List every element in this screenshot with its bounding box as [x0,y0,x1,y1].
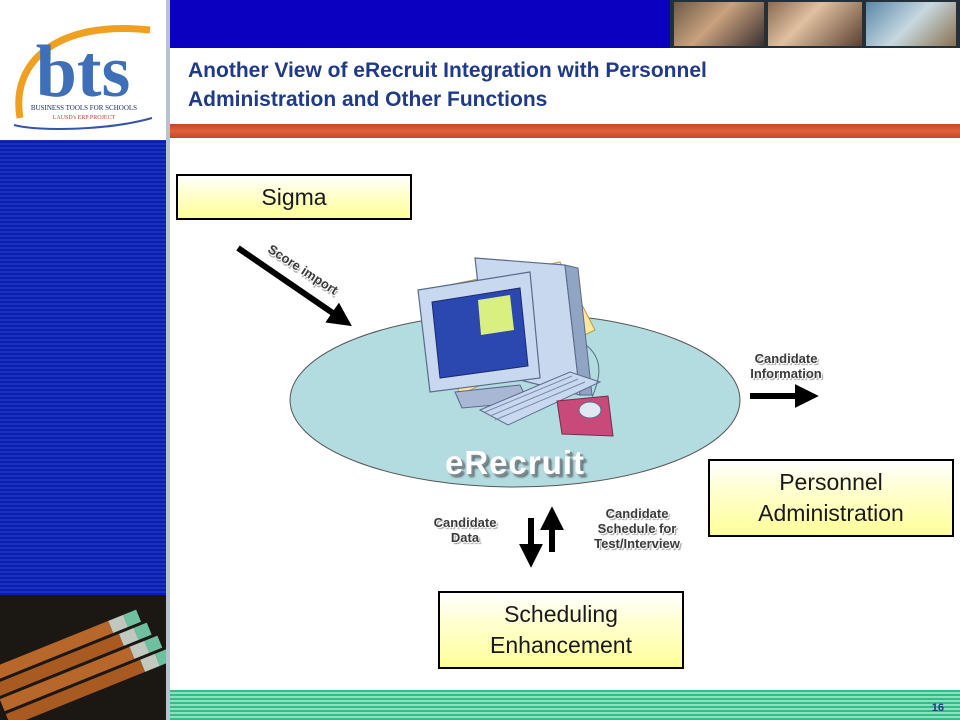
header-blue-bar [170,0,670,48]
candidate-data-label: Candidate Data [410,515,520,545]
personnel-administration-box: Personnel Administration [708,459,954,537]
header-red-bar [170,124,960,138]
page-title-line1: Another View of eRecruit Integration wit… [188,59,707,82]
pencils-image [0,595,166,720]
bts-logo: bts BUSINESS TOOLS FOR SCHOOLS LAUSD's E… [13,25,153,130]
logo-subtagline: LAUSD's ERP PROJECT [53,115,116,121]
logo-area: bts BUSINESS TOOLS FOR SCHOOLS LAUSD's E… [0,0,166,140]
photo-desk [866,2,956,46]
logo-tagline: BUSINESS TOOLS FOR SCHOOLS [31,104,137,112]
candidate-schedule-label: Candidate Schedule for Test/Interview [572,506,702,551]
logo-text: bts [36,31,131,113]
candidate-info-line1: Candidate [754,351,818,366]
erecruit-label: eRecruit [444,444,586,481]
candidate-information-label: Candidate Information [726,351,846,381]
score-import-arrow [236,245,352,327]
photo-student [768,2,862,46]
slide-number: 16 [931,702,944,714]
header-photo-strip [670,0,960,48]
scheduling-label-line1: Scheduling [504,601,618,627]
left-divider [166,0,170,720]
title-area: Another View of eRecruit Integration wit… [170,48,960,124]
computer-icon [417,257,614,437]
candidate-info-line2: Information [750,366,822,381]
page-title-line2: Administration and Other Functions [188,88,548,111]
schedule-line1: Candidate [605,506,669,521]
schedule-line3: Test/Interview [594,536,680,551]
footer-green-bar [170,690,960,720]
photo-classroom [674,2,764,46]
sigma-label: Sigma [261,183,327,210]
scheduling-enhancement-box: Scheduling Enhancement [438,591,684,669]
candidate-data-line1: Candidate [433,515,497,530]
sigma-box: Sigma [176,174,412,220]
left-blue-panel [0,140,166,595]
page-title: Another View of eRecruit Integration wit… [188,56,948,114]
scheduling-label-line2: Enhancement [490,632,632,658]
schedule-line2: Schedule for [597,521,677,536]
personnel-label-line2: Administration [758,500,904,526]
candidate-data-line2: Data [450,530,480,545]
personnel-label-line1: Personnel [779,469,883,495]
